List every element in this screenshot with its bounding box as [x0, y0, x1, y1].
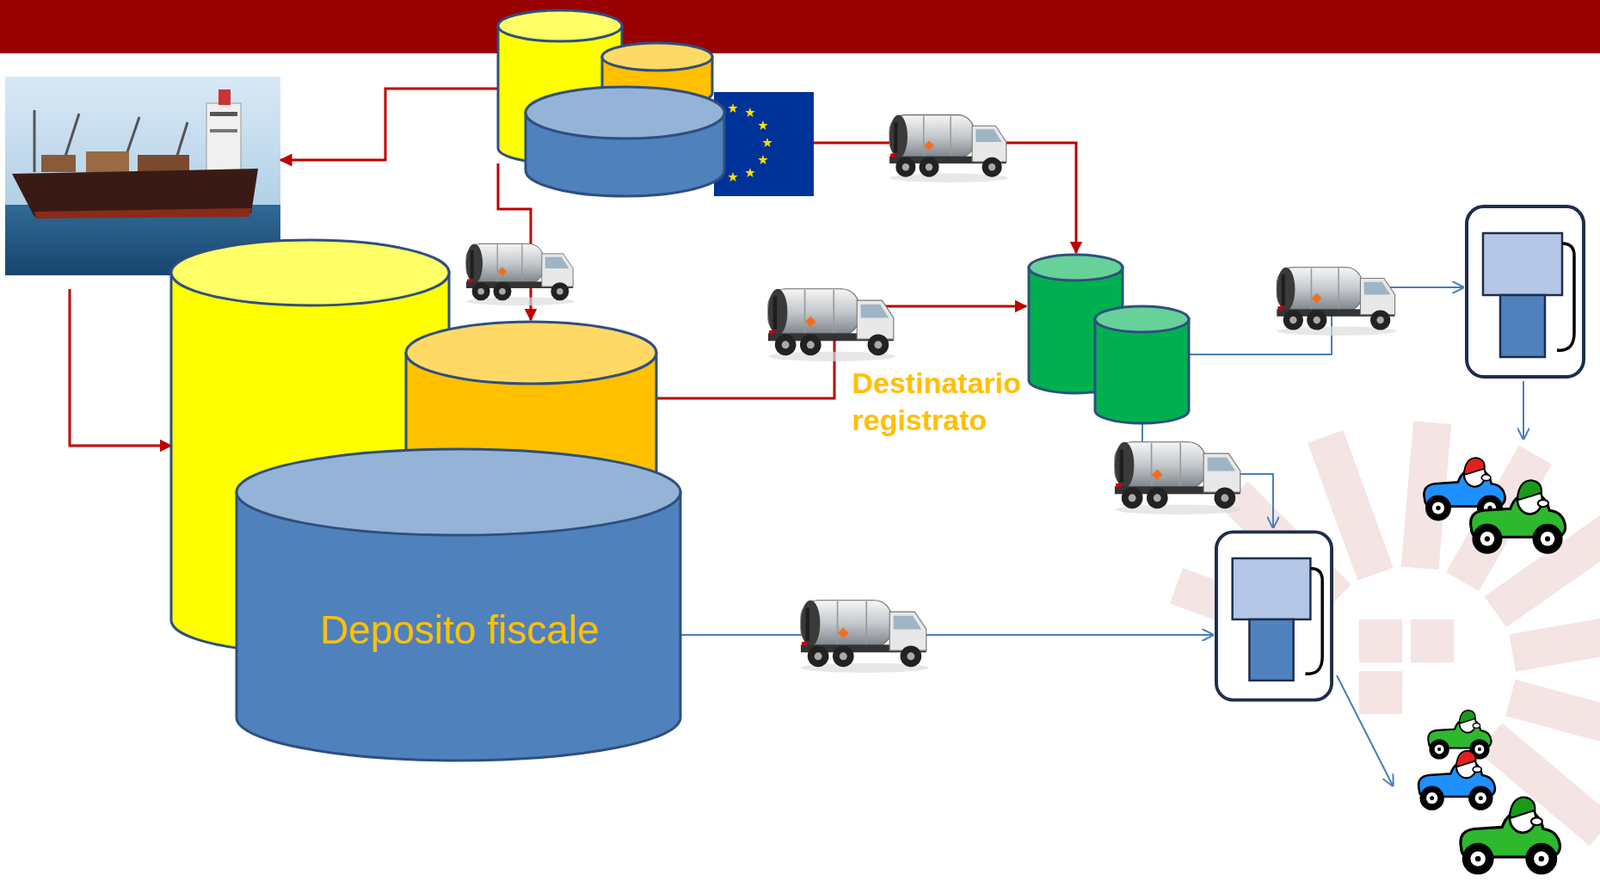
- tank-group: Deposito fiscale: [171, 232, 681, 761]
- tank-pair: Destinatario registrato: [1026, 252, 1192, 425]
- fuel-pumps: [1216, 206, 1584, 701]
- tank-cylinder: [236, 449, 681, 761]
- node-outline: [1026, 252, 1192, 425]
- tank-label: Deposito fiscale: [320, 606, 600, 654]
- title-bar: [0, 0, 1600, 54]
- tank-cylinder: [1095, 306, 1189, 424]
- eu-flag: [710, 92, 814, 197]
- eu-tank-blue: [525, 86, 725, 197]
- node-outline: [171, 232, 681, 761]
- blue-flow-lines: [680, 287, 1524, 786]
- node-heading: Destinatario registrato: [852, 364, 1022, 438]
- cartoon-cars: [1418, 457, 1566, 874]
